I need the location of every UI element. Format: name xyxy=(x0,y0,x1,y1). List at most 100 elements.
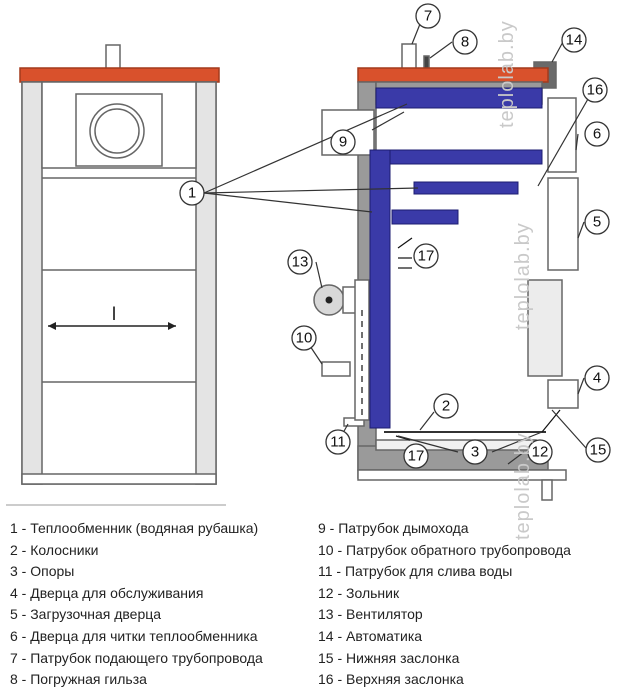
flow-arrow-line xyxy=(397,237,413,249)
loading-door xyxy=(547,177,579,271)
callout-5: 5 xyxy=(584,209,610,235)
callout-11: 11 xyxy=(325,429,351,455)
callout-label: 14 xyxy=(566,32,583,49)
callout-8: 8 xyxy=(452,29,478,55)
legend-item: 12 - Зольник xyxy=(318,584,400,601)
legend-item: 14 - Автоматика xyxy=(318,627,423,644)
legend-item: 15 - Нижняя заслонка xyxy=(318,649,460,666)
callout-17-upper: 17 xyxy=(413,243,439,269)
dimension-arrowhead-right xyxy=(168,322,176,330)
front-flue-pipe xyxy=(105,44,121,70)
section-view xyxy=(313,43,579,501)
air-channel xyxy=(354,279,370,421)
return-pipe xyxy=(321,361,351,377)
leader-line xyxy=(429,41,453,59)
front-left-column xyxy=(21,81,43,485)
legend-item: 1 - Теплообменник (водяная рубашка) xyxy=(10,520,259,536)
legend-item: 7 - Патрубок подающего трубопровода xyxy=(10,649,263,666)
watermark: teplolab.by xyxy=(512,222,534,330)
legend-item: 9 - Патрубок дымохода xyxy=(318,520,469,536)
water-jacket-top xyxy=(375,87,543,109)
callout-label: 12 xyxy=(532,444,549,461)
callout-7: 7 xyxy=(415,3,441,29)
callout-label: 15 xyxy=(590,442,607,459)
callout-10: 10 xyxy=(291,325,317,351)
callout-label: 16 xyxy=(587,82,604,99)
leader-line xyxy=(575,133,579,151)
front-top-plate xyxy=(19,67,220,83)
leader-line xyxy=(203,187,419,194)
flow-arrows xyxy=(361,237,561,441)
flow-arrow-line xyxy=(541,409,561,433)
callout-1: 1 xyxy=(179,180,205,206)
callout-2: 2 xyxy=(433,393,459,419)
leader-line xyxy=(315,261,323,289)
leader-line xyxy=(397,435,459,453)
legend-left: 1 - Теплообменник (водяная рубашка) 2 - … xyxy=(10,518,263,691)
front-view xyxy=(6,44,226,506)
legend-item: 10 - Патрубок обратного трубопровода xyxy=(318,541,571,558)
callout-label: 13 xyxy=(292,254,309,271)
water-jacket-upper-baffle xyxy=(375,149,543,165)
callout-15: 15 xyxy=(585,437,611,463)
legend-item: 6 - Дверца для читки теплообменника xyxy=(10,627,258,644)
dimension-label: l xyxy=(112,304,116,324)
water-jacket-heat-tube-2 xyxy=(391,209,459,225)
callout-14: 14 xyxy=(561,27,587,53)
watermark: teplolab.by xyxy=(496,20,518,128)
leader-line xyxy=(507,451,525,465)
legend-item: 2 - Колосники xyxy=(10,541,99,558)
callout-17-lower: 17 xyxy=(403,443,429,469)
legend-item: 8 - Погружная гильза xyxy=(10,671,147,688)
callout-label: 10 xyxy=(296,330,313,347)
fan-hub xyxy=(325,296,333,304)
callout-label: 7 xyxy=(424,8,432,25)
leader-line xyxy=(419,411,435,431)
leader-line xyxy=(551,409,587,449)
section-foot xyxy=(541,479,553,501)
service-door xyxy=(547,379,579,409)
callout-6: 6 xyxy=(584,121,610,147)
callout-label: 1 xyxy=(188,185,196,202)
callout-label: 2 xyxy=(442,398,450,415)
callout-16: 16 xyxy=(582,77,608,103)
boiler-diagram: l xyxy=(6,3,611,506)
legend-item: 16 - Верхняя заслонка xyxy=(318,671,464,688)
legend-right: 9 - Патрубок дымохода 10 - Патрубок обра… xyxy=(318,518,571,691)
leader-line xyxy=(491,431,543,453)
dimension-arrowhead-left xyxy=(48,322,56,330)
leader-line xyxy=(577,221,585,239)
leader-line xyxy=(203,103,408,194)
callout-4: 4 xyxy=(584,365,610,391)
callout-label: 17 xyxy=(408,448,425,465)
callout-12: 12 xyxy=(527,439,553,465)
callout-label: 4 xyxy=(593,370,601,387)
leader-line xyxy=(577,377,585,395)
leader-line xyxy=(203,192,373,213)
callout-13: 13 xyxy=(287,249,313,275)
section-base xyxy=(357,469,567,481)
legend-item: 5 - Загрузочная дверца xyxy=(10,606,162,623)
leader-line xyxy=(411,23,421,45)
callout-3: 3 xyxy=(462,439,488,465)
front-base xyxy=(21,473,217,485)
callout-label: 11 xyxy=(330,434,346,451)
front-right-column xyxy=(195,81,217,485)
drain-pipe xyxy=(343,417,365,427)
callout-label: 8 xyxy=(461,34,469,51)
legend-item: 3 - Опоры xyxy=(10,563,75,580)
callout-label: 9 xyxy=(339,134,347,151)
supply-pipe xyxy=(401,43,417,71)
legend-item: 11 - Патрубок для слива воды xyxy=(318,563,513,580)
callout-label: 5 xyxy=(593,214,601,231)
callout-label: 3 xyxy=(471,444,479,461)
water-jacket-heat-tube-1 xyxy=(413,181,519,195)
legend-item: 13 - Вентилятор xyxy=(318,606,423,623)
water-jacket-rear-wall xyxy=(369,149,391,429)
callout-9: 9 xyxy=(330,129,356,155)
leader-line xyxy=(537,91,593,187)
callouts: 1 2 3 4 5 6 7 8 9 10 11 12 13 14 15 16 1… xyxy=(179,3,611,469)
section-top-plate xyxy=(357,67,549,83)
water-jacket xyxy=(369,87,543,429)
callout-label: 17 xyxy=(418,248,435,265)
